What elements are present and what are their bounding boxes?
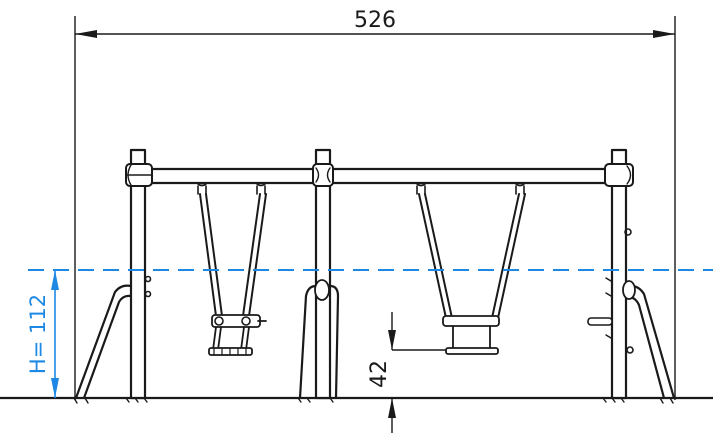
max-height-dimension: H= 112	[26, 269, 713, 398]
left-post	[125, 148, 153, 403]
top-beam	[138, 167, 620, 185]
seat-clearance-dimension: 42	[367, 312, 446, 433]
left-brace	[73, 284, 133, 404]
seat-clearance-label: 42	[367, 360, 392, 388]
right-post	[602, 148, 634, 403]
middle-leg-bracket	[297, 279, 340, 403]
side-handle	[587, 317, 613, 326]
right-swing	[415, 182, 526, 355]
left-swing	[196, 182, 267, 356]
right-brace	[622, 280, 676, 404]
max-height-label: H= 112	[26, 294, 50, 374]
middle-post	[312, 148, 334, 400]
overall-width-dimension: 526	[74, 8, 676, 400]
overall-width-label: 526	[354, 8, 396, 33]
